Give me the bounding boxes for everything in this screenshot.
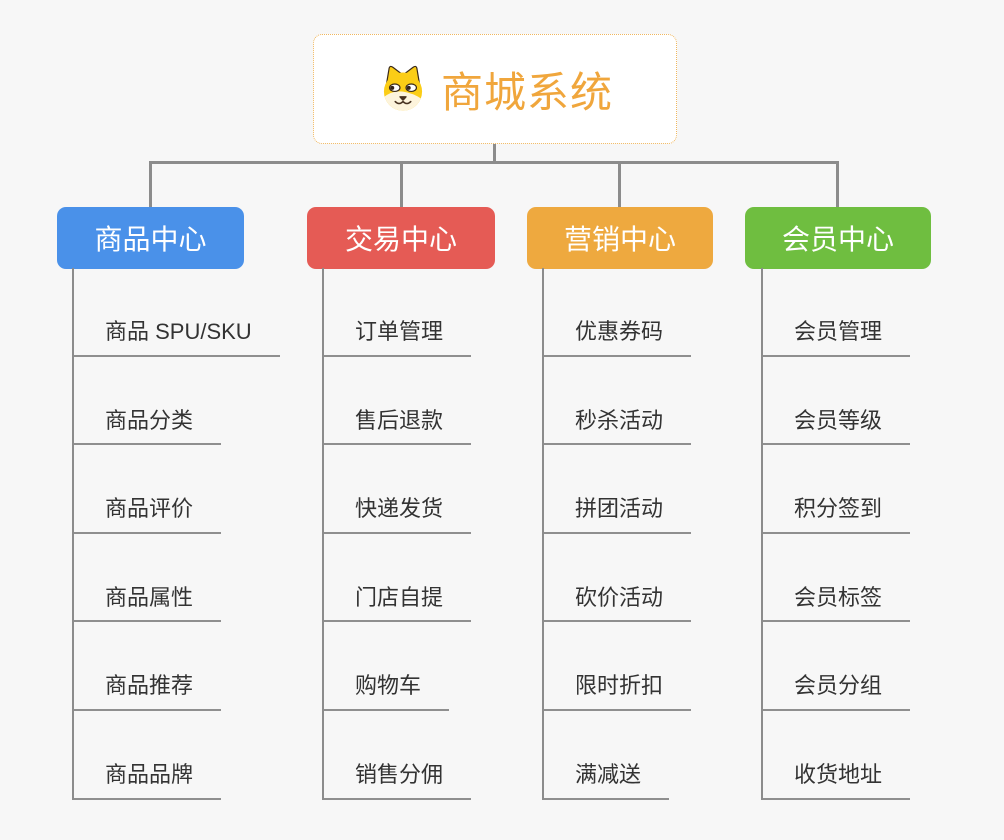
sub-topic[interactable]: 快递发货 <box>323 494 472 534</box>
sub-topic[interactable]: 会员标签 <box>762 583 911 623</box>
sub-topic[interactable]: 会员等级 <box>762 406 911 446</box>
branch-topic-product-center[interactable]: 商品中心 <box>57 207 244 269</box>
sub-topic[interactable]: 优惠券码 <box>543 317 692 357</box>
sub-topic[interactable]: 门店自提 <box>323 583 472 623</box>
sub-topic[interactable]: 售后退款 <box>323 406 472 446</box>
sub-topic[interactable]: 满减送 <box>543 760 670 800</box>
sub-topic[interactable]: 积分签到 <box>762 494 911 534</box>
sub-topic[interactable]: 订单管理 <box>323 317 472 357</box>
children-column-marketing-center: 优惠券码 秒杀活动 拼团活动 砍价活动 限时折扣 满减送 <box>542 268 692 800</box>
sub-topic[interactable]: 拼团活动 <box>543 494 692 534</box>
connector-trunk <box>761 268 763 800</box>
sub-topic[interactable]: 购物车 <box>323 671 450 711</box>
connector-drop-trade <box>400 161 403 208</box>
children-column-trade-center: 订单管理 售后退款 快递发货 门店自提 购物车 销售分佣 <box>322 268 472 800</box>
connector-drop-products <box>149 161 152 208</box>
dog-face-icon <box>383 65 423 111</box>
branch-topic-marketing-center[interactable]: 营销中心 <box>527 207 713 269</box>
connector-drop-marketing <box>618 161 621 208</box>
branch-topic-trade-center[interactable]: 交易中心 <box>307 207 495 269</box>
connector-trunk <box>322 268 324 800</box>
connector-trunk <box>542 268 544 800</box>
branch-topic-member-center[interactable]: 会员中心 <box>745 207 931 269</box>
sub-topic[interactable]: 商品属性 <box>73 583 222 623</box>
sub-topic[interactable]: 商品评价 <box>73 494 222 534</box>
connector-drop-members <box>836 161 839 208</box>
sub-topic[interactable]: 商品分类 <box>73 406 222 446</box>
connector-trunk <box>72 268 74 800</box>
sub-topic[interactable]: 限时折扣 <box>543 671 692 711</box>
children-column-product-center: 商品 SPU/SKU 商品分类 商品评价 商品属性 商品推荐 商品品牌 <box>72 268 280 800</box>
sub-topic[interactable]: 秒杀活动 <box>543 406 692 446</box>
root-topic-mall-system[interactable]: 商城系统 <box>313 34 677 144</box>
sub-topic[interactable]: 会员分组 <box>762 671 911 711</box>
sub-topic[interactable]: 商品 SPU/SKU <box>73 317 280 357</box>
sub-topic[interactable]: 收货地址 <box>762 760 911 800</box>
sub-topic[interactable]: 砍价活动 <box>543 583 692 623</box>
sub-topic[interactable]: 会员管理 <box>762 317 911 357</box>
sub-topic[interactable]: 商品推荐 <box>73 671 222 711</box>
children-column-member-center: 会员管理 会员等级 积分签到 会员标签 会员分组 收货地址 <box>761 268 911 800</box>
root-topic-title: 商城系统 <box>440 68 613 116</box>
sub-topic[interactable]: 销售分佣 <box>323 760 472 800</box>
sub-topic[interactable]: 商品品牌 <box>73 760 222 800</box>
connector-bus-line <box>149 161 839 164</box>
connector-root-drop <box>493 143 496 163</box>
